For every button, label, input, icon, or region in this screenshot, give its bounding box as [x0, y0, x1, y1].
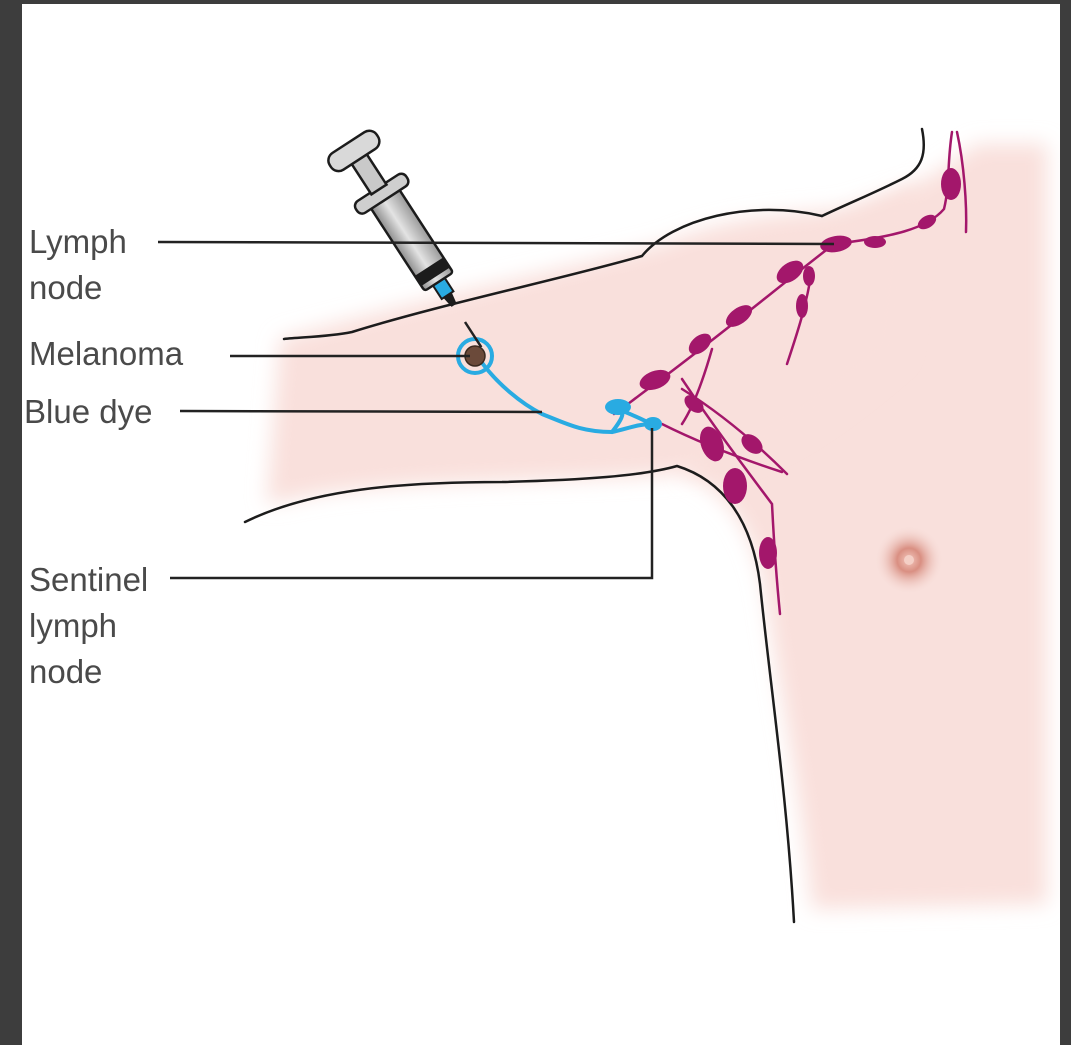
lymph-node: [864, 236, 886, 248]
label-line: Melanoma: [29, 331, 183, 377]
label-line: Blue dye: [24, 389, 152, 435]
lymph-node: [941, 168, 961, 200]
underarm-outline: [245, 466, 794, 922]
nipple-center: [904, 555, 914, 565]
lymph-node: [759, 537, 777, 569]
leader-blue-dye: [180, 411, 542, 412]
skin-area: [267, 144, 1047, 909]
label-lymph-node: Lymph node: [29, 219, 127, 311]
label-line: node: [29, 265, 127, 311]
label-melanoma: Melanoma: [29, 331, 183, 377]
anatomy-illustration: [22, 4, 1060, 1045]
label-line: node: [29, 649, 148, 695]
label-line: Lymph: [29, 219, 127, 265]
diagram-frame: Lymph node Melanoma Blue dye Sentinel ly…: [22, 4, 1060, 1045]
lymph-node: [803, 266, 815, 286]
label-blue-dye: Blue dye: [24, 389, 152, 435]
lymph-node: [796, 294, 808, 318]
label-line: lymph: [29, 603, 148, 649]
label-sentinel-lymph-node: Sentinel lymph node: [29, 557, 148, 695]
lymph-node: [723, 468, 747, 504]
label-line: Sentinel: [29, 557, 148, 603]
sentinel-lymph-node-dyed: [605, 399, 631, 415]
